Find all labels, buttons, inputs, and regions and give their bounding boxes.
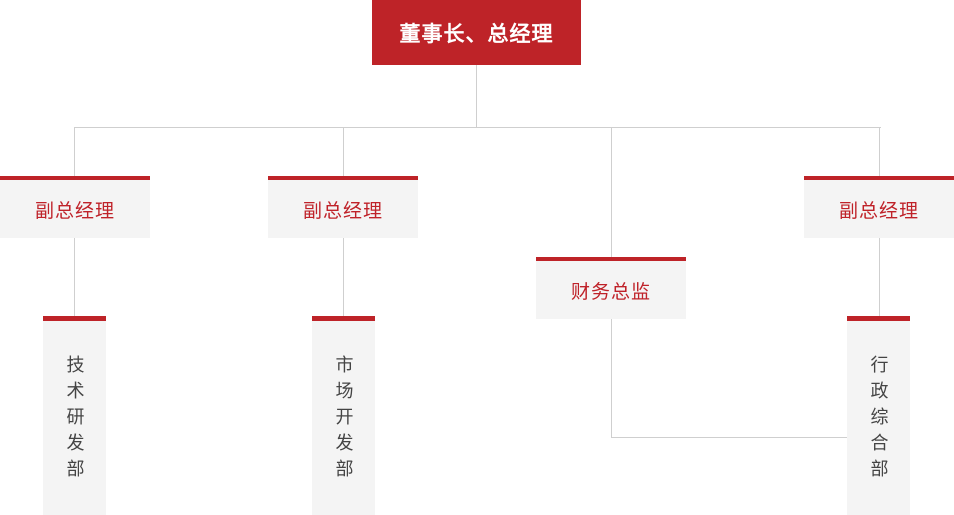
connector-vp1-to-dept1	[74, 238, 75, 316]
node-vice-general-manager-1[interactable]: 副总经理	[0, 176, 150, 238]
node-label: 副总经理	[34, 200, 115, 222]
connector-bus-to-vp3	[879, 127, 880, 176]
node-label: 市场开发部	[333, 355, 354, 485]
node-department-administration[interactable]: 行政综合部	[847, 316, 910, 515]
node-label: 技术研发部	[64, 355, 85, 485]
connector-vp3-to-dept3	[879, 238, 880, 316]
node-vice-general-manager-2[interactable]: 副总经理	[268, 176, 418, 238]
node-chief-financial-officer[interactable]: 财务总监	[536, 257, 686, 319]
node-vice-general-manager-3[interactable]: 副总经理	[804, 176, 954, 238]
connector-cfo-elbow-horizontal	[611, 437, 848, 438]
connector-horizontal-bus	[74, 127, 881, 128]
connector-root-to-bus	[476, 65, 477, 127]
connector-cfo-elbow-vertical	[611, 318, 612, 437]
node-department-market-development[interactable]: 市场开发部	[312, 316, 375, 515]
node-label: 副总经理	[838, 200, 919, 222]
node-label: 行政综合部	[868, 355, 889, 485]
node-label: 财务总监	[570, 281, 651, 303]
connector-bus-to-vp2	[343, 127, 344, 176]
connector-bus-to-vp1	[74, 127, 75, 176]
node-chairman-general-manager[interactable]: 董事长、总经理	[372, 0, 581, 65]
connector-vp2-to-dept2	[343, 238, 344, 316]
node-department-rnd[interactable]: 技术研发部	[43, 316, 106, 515]
node-label: 董事长、总经理	[399, 22, 554, 46]
node-label: 副总经理	[302, 200, 383, 222]
connector-bus-to-cfo	[611, 127, 612, 257]
